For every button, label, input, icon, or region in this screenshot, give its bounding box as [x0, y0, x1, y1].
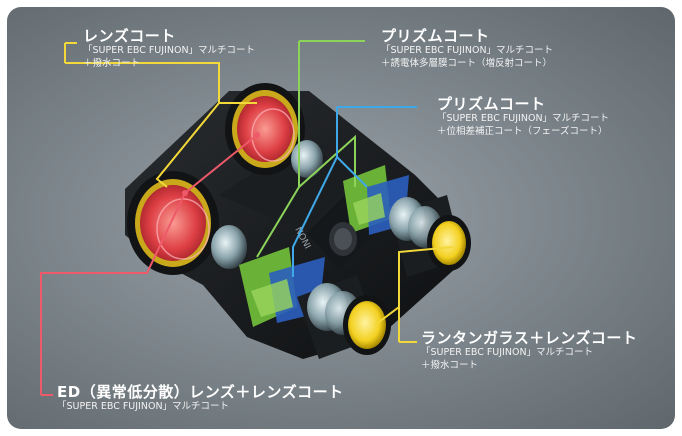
callout-prism-coat-2: プリズムコート 「SUPER EBC FUJINON」マルチコート ＋位相差補正…: [437, 95, 609, 138]
callout-prism-coat-1: プリズムコート 「SUPER EBC FUJINON」マルチコート ＋誘電体多層…: [381, 27, 553, 70]
callout-title: レンズコート: [83, 27, 176, 45]
callout-title: プリズムコート: [381, 27, 490, 45]
objective-barrel-right: [225, 83, 305, 175]
inner-lens-element: [291, 140, 323, 178]
callout-line-text: 「SUPER EBC FUJINON」マルチコート: [57, 401, 230, 412]
focus-knob: [329, 222, 357, 256]
callout-title: プリズムコート: [437, 95, 546, 113]
callout-line-text: ＋誘電体多層膜コート（増反射コート）: [381, 57, 553, 69]
callout-title: ED（異常低分散）レンズ＋レンズコート: [57, 383, 344, 401]
binoculars-cutaway-illustration: NONI: [40, 40, 471, 396]
callout-line-text: ＋撥水コート: [83, 57, 141, 69]
callout-line-text: ＋撥水コート: [421, 359, 479, 371]
callout-lens-coat: レンズコート 「SUPER EBC FUJINON」マルチコート ＋撥水コート: [83, 27, 255, 70]
inner-lens-element: [211, 225, 247, 269]
callout-title: ランタンガラス＋レンズコート: [421, 329, 638, 347]
callout-ed-lens: ED（異常低分散）レンズ＋レンズコート 「SUPER EBC FUJINON」マ…: [57, 383, 344, 414]
eyepiece-lens-stack-right: [389, 197, 471, 271]
callout-line-text: 「SUPER EBC FUJINON」マルチコート: [421, 347, 594, 358]
callout-line-text: 「SUPER EBC FUJINON」マルチコート: [83, 45, 256, 56]
eyepiece-lens-stack-left: [307, 283, 391, 355]
objective-barrel-left: [127, 171, 219, 275]
callout-lanthanum-glass: ランタンガラス＋レンズコート 「SUPER EBC FUJINON」マルチコート…: [421, 329, 637, 372]
callout-line-text: 「SUPER EBC FUJINON」マルチコート: [381, 45, 554, 56]
callout-line-text: 「SUPER EBC FUJINON」マルチコート: [437, 113, 610, 124]
callout-line-text: ＋位相差補正コート（フェーズコート）: [437, 125, 608, 137]
product-illustration-panel: NONI レンズコート 「SUPER EBC FUJINON」マルチコート ＋撥…: [7, 7, 675, 429]
